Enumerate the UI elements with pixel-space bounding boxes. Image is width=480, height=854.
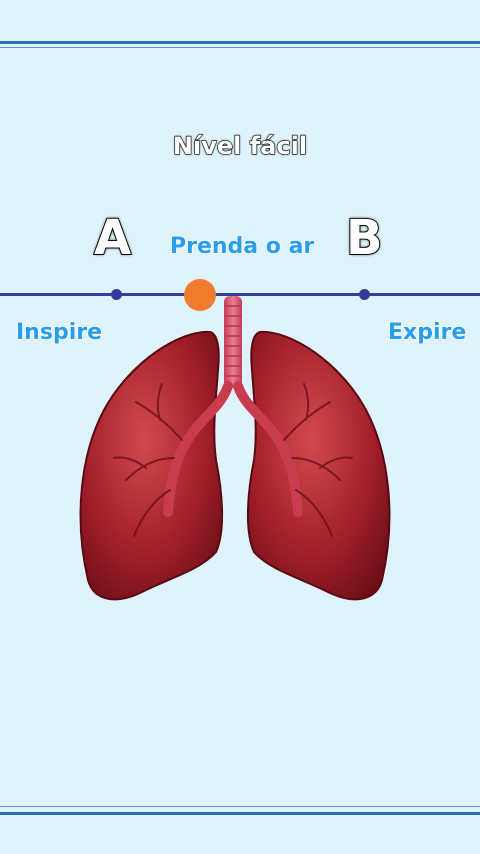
level-title: Nível fácil [172,131,308,160]
exhale-label: Expire [387,319,467,346]
bottom-border-line [0,812,480,815]
lungs-icon [79,296,391,601]
inhale-label: Inspire [15,319,103,346]
top-border-line-thin [0,47,480,48]
bottom-border-line-thin [0,806,480,807]
point-a-label: A [93,209,132,267]
breathing-indicator [184,279,216,311]
track-marker-a [111,289,122,300]
track-marker-b [359,289,370,300]
breathing-track [0,293,480,296]
point-b-label: B [345,209,384,267]
hold-breath-label: Prenda o ar [169,233,315,260]
top-border-line [0,41,480,44]
